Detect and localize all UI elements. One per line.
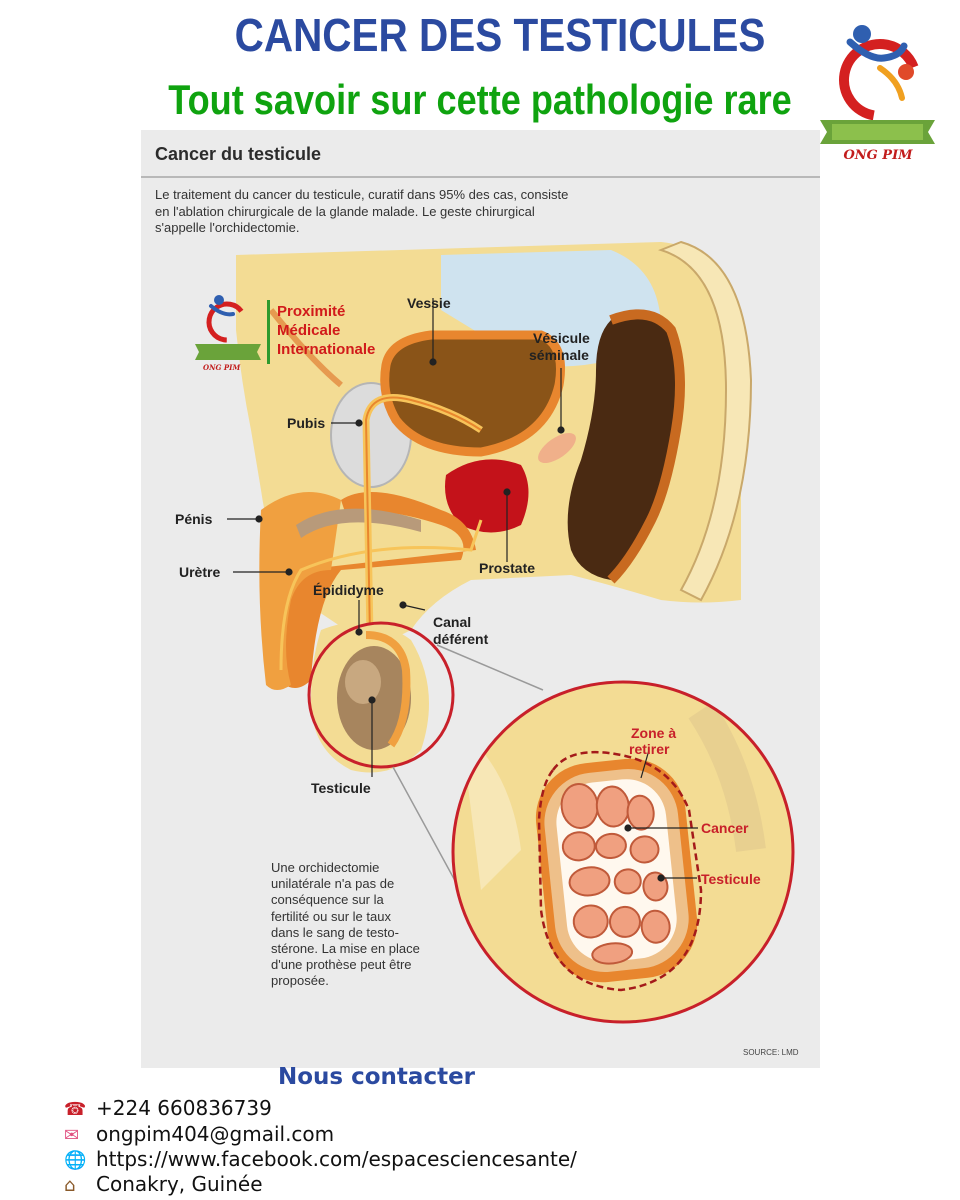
page-title: CANCER DES TESTICULES (234, 9, 766, 61)
highlight-circle (307, 621, 455, 769)
diagram-panel: Cancer du testicule Le traitement du can… (141, 130, 820, 1068)
label-zone-2: retirer (629, 741, 670, 757)
label-vesicule-1: Vésicule (533, 330, 590, 346)
page-subtitle: Tout savoir sur cette pathologie rare (168, 76, 792, 123)
penis (271, 492, 476, 688)
skin-line (268, 308, 343, 388)
contact-phone: ☎ +224 660836739 (64, 1096, 272, 1120)
address-text: Conakry, Guinée (96, 1172, 263, 1196)
zoom-testicle (535, 758, 698, 983)
epididymis (365, 631, 411, 748)
panel-divider (141, 176, 820, 178)
label-canal-1: Canal (433, 614, 471, 630)
excision-zone-outline (537, 750, 703, 992)
urethra (279, 519, 483, 671)
phone-icon: ☎ (64, 1099, 87, 1120)
penis-shaft (259, 492, 341, 690)
house-icon: ⌂ (64, 1175, 76, 1196)
watermark-line-1: Proximité (277, 303, 345, 320)
pim-watermark: Proximité Médicale Internationale ONG PI… (195, 295, 375, 372)
prostate (445, 459, 529, 533)
contact-email: ✉ ongpim404@gmail.com (64, 1122, 334, 1146)
email-link[interactable]: ongpim404@gmail.com (96, 1122, 335, 1146)
watermark-line-2: Médicale (277, 322, 340, 339)
watermark-line-3: Internationale (277, 341, 375, 358)
globe-icon: 🌐 (64, 1150, 87, 1171)
testicle-highlight (345, 660, 381, 704)
sacrum (658, 240, 753, 602)
label-epididyme: Épididyme (313, 582, 384, 598)
panel-title: Cancer du testicule (155, 144, 322, 164)
label-vessie: Vessie (407, 295, 451, 311)
label-zoom-testicule: Testicule (701, 871, 761, 887)
anatomy-diagram: Vessie Vésicule séminale Pubis Pénis Urè… (175, 240, 795, 1024)
label-zone-1: Zone à (631, 725, 676, 741)
zoom-circle (451, 680, 795, 1024)
label-penis: Pénis (175, 511, 213, 527)
contact-facebook: 🌐 https://www.facebook.com/espacesciences… (64, 1147, 577, 1171)
label-testicule: Testicule (311, 780, 371, 796)
rectum-wall (607, 309, 685, 584)
source-credit: SOURCE: LMD (743, 1048, 799, 1057)
label-uretre: Urètre (179, 564, 220, 580)
bladder (380, 330, 565, 457)
label-prostate: Prostate (479, 560, 535, 576)
envelope-icon: ✉ (64, 1125, 80, 1146)
ong-pim-logo (820, 25, 935, 144)
seminal-vesicle (538, 432, 576, 464)
label-pubis: Pubis (287, 415, 325, 431)
note-text: Une orchidectomie unilatérale n'a pas de… (271, 860, 420, 989)
intro-text: Le traitement du cancer du testicule, cu… (155, 187, 569, 235)
contact-address: ⌂ Conakry, Guinée (64, 1172, 263, 1196)
corpus (296, 508, 421, 538)
zoom-connector-top (436, 644, 544, 691)
label-vesicule-2: séminale (529, 347, 589, 363)
contact-title: Nous contacter (278, 1064, 476, 1090)
watermark-badge: ONG PIM (203, 363, 240, 372)
phone-number[interactable]: +224 660836739 (96, 1096, 272, 1120)
logo-caption: ONG PIM (843, 148, 913, 163)
label-canal-2: déférent (433, 631, 489, 647)
facebook-link[interactable]: https://www.facebook.com/espacesciencesa… (96, 1147, 577, 1171)
label-cancer: Cancer (701, 820, 749, 836)
